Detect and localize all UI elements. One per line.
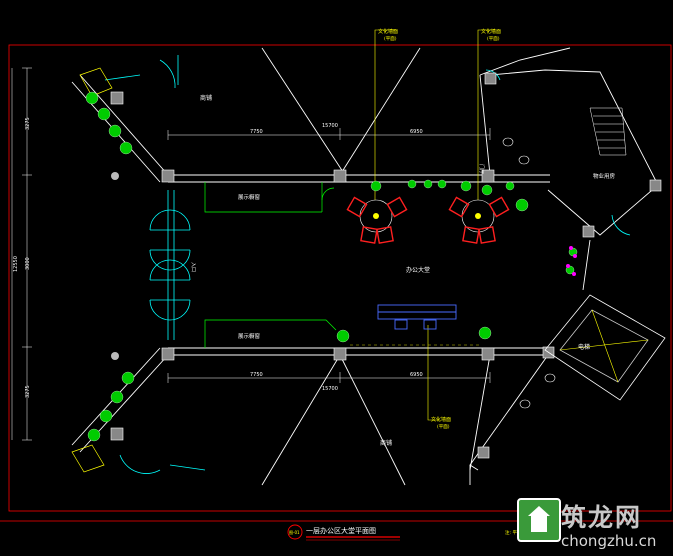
room-label-side: 入口 <box>190 262 196 272</box>
room-label-shop-top: 商铺 <box>200 94 212 102</box>
leader-label-b: 文化墙面 <box>481 28 501 35</box>
seating-group-left <box>346 196 408 244</box>
room-label-door: 门厅 <box>478 164 485 174</box>
dim-left-total: 12550 <box>13 256 19 272</box>
seating-group-right <box>448 196 510 244</box>
toilet-fixtures <box>502 137 556 409</box>
dim-top-right: 6950 <box>410 129 423 135</box>
house-logo-icon <box>517 498 561 542</box>
leader-label-b-sub: (平面) <box>487 36 500 42</box>
dim-top-mid: 15700 <box>322 123 338 129</box>
dim-left-a: 3275 <box>25 117 31 130</box>
top-dimension <box>167 128 491 383</box>
title-block: 图-01 一层办公区大堂平面图 注: 平面布置图仅供参考 <box>287 524 553 541</box>
room-label-display-bottom: 展示橱窗 <box>238 332 261 340</box>
leader-label-c: 文化墙面 <box>431 416 451 423</box>
dim-bottom-left: 7750 <box>250 372 263 378</box>
plants <box>85 91 578 442</box>
elevator-shaft <box>544 294 666 401</box>
dim-left-c: 3000 <box>25 257 31 270</box>
reception-desk <box>377 304 457 330</box>
stairs <box>589 107 627 156</box>
dim-top-left: 7750 <box>250 129 263 135</box>
leader-lines <box>374 29 495 421</box>
left-dimension-line <box>11 67 32 441</box>
entry-frames <box>71 67 113 473</box>
room-label-elevator: 电梯 <box>578 343 590 351</box>
dim-bottom-right: 6950 <box>410 372 423 378</box>
watermark-cn: 筑龙网 <box>561 503 643 532</box>
leader-label-a-sub: (平面) <box>384 36 397 42</box>
room-label-property: 物业用房 <box>593 172 616 180</box>
leader-label-c-sub: (平面) <box>437 424 450 430</box>
magenta-flowers <box>566 246 577 276</box>
watermark-en: chongzhu.cn <box>561 532 657 550</box>
dim-left-b: 3275 <box>25 385 31 398</box>
room-label-display-top: 展示橱窗 <box>238 193 261 201</box>
title-badge: 图-01 <box>289 529 300 535</box>
room-label-office-hall: 办公大堂 <box>406 266 430 274</box>
round-fixtures <box>111 172 119 360</box>
dim-bottom-mid: 15700 <box>322 386 338 392</box>
title-text: 一层办公区大堂平面图 <box>306 526 376 535</box>
leader-label-a: 文化墙面 <box>378 28 398 35</box>
room-label-shop-bottom: 商铺 <box>380 439 392 447</box>
watermark: 筑龙网 chongzhu.cn <box>517 498 667 554</box>
display-window-walls <box>204 182 337 348</box>
drawing-border <box>8 44 672 512</box>
